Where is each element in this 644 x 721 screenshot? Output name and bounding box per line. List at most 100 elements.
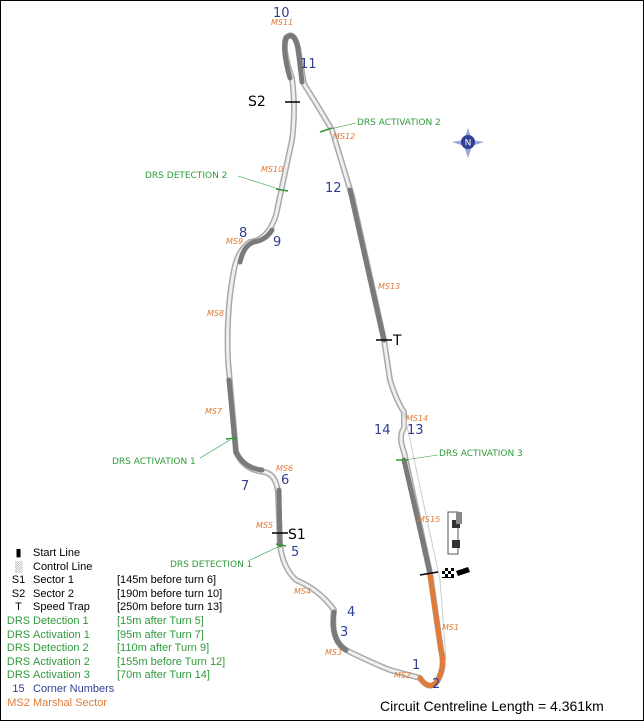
legend-name: Activation 2 (33, 655, 90, 668)
drs-zone-1 (226, 377, 265, 473)
drs-act-1-tick (225, 437, 238, 440)
legend-symbol: DRS (6, 628, 31, 641)
legend-desc: [110m after Turn 9] (117, 642, 210, 655)
ms12-label: MS12 (333, 132, 355, 141)
svg-text:N: N (465, 139, 472, 149)
corner-3: 3 (340, 625, 348, 640)
legend-name: Marshal Sector (33, 696, 107, 709)
legend-symbol: DRS (6, 642, 31, 655)
drs-zone-2 (347, 187, 387, 343)
corner-8: 8 (239, 226, 247, 241)
pit-lane (403, 411, 447, 661)
legend-desc: [15m after Turn 5] (117, 614, 204, 627)
legend-desc: [155m before Turn 12] (117, 655, 226, 668)
legend-symbol: S2 (11, 587, 26, 600)
corner-14: 14 (374, 423, 391, 438)
legend-name: Start Line (33, 547, 81, 559)
legend-symbol: ░ (14, 560, 23, 573)
start-sector-segment (417, 572, 446, 689)
legend-row: T Speed Trap [250m before turn 13] (4, 601, 225, 615)
corner-2: 2 (432, 677, 440, 692)
ms1-label: MS1 (442, 623, 459, 632)
legend-symbol: DRS (6, 614, 31, 627)
drs-act-3-leader (403, 454, 439, 461)
ms3-label: MS3 (325, 648, 342, 657)
ms7-label: MS7 (205, 407, 223, 416)
legend-name: Speed Trap (33, 601, 90, 614)
legend-name: Detection 1 (33, 614, 89, 627)
corner-12: 12 (325, 181, 342, 196)
drs-detection-2-label: DRS DETECTION 2 (145, 171, 227, 181)
legend-name: Activation 1 (33, 628, 90, 641)
drs-det-2-leader (237, 175, 283, 191)
corner-13: 13 (407, 423, 424, 438)
corner-5: 5 (291, 545, 299, 560)
t-label: T (392, 333, 402, 349)
legend-desc: [190m before turn 10] (117, 587, 223, 600)
drs-act-1-leader (199, 439, 231, 459)
corner-6: 6 (281, 473, 289, 488)
legend-name: Corner Numbers (33, 682, 115, 695)
corner-9: 9 (273, 235, 281, 250)
drs-activation-1-label: DRS ACTIVATION 1 (112, 457, 196, 467)
pit-building-icon (447, 511, 462, 555)
legend-name: Detection 2 (33, 642, 89, 655)
drs-det-1-leader (249, 545, 281, 561)
ms15-label: MS15 (418, 515, 440, 524)
ms11-label: MS11 (271, 18, 293, 27)
drs-det-1-tick (275, 543, 287, 547)
ms13-label: MS13 (378, 282, 400, 291)
legend-name: Sector 2 (33, 587, 74, 600)
s1-label: S1 (288, 527, 306, 543)
legend-desc: [250m before turn 13] (117, 601, 223, 614)
corner-1: 1 (412, 658, 420, 673)
ms14-label: MS14 (406, 414, 428, 423)
ms6-label: MS6 (276, 464, 293, 473)
legend-row: ░ Control Line (4, 561, 225, 575)
legend-name: Activation 3 (33, 669, 90, 682)
legend-symbol: 15 (12, 682, 25, 695)
legend-name: Control Line (33, 560, 93, 573)
legend-symbol: S1 (11, 574, 26, 587)
legend-symbol: ▮ (15, 547, 22, 559)
legend-symbol: MS2 (7, 696, 30, 709)
legend-symbol: T (15, 601, 22, 614)
ms10-label: MS10 (261, 165, 283, 174)
legend-name: Sector 1 (33, 574, 74, 587)
ms8-label: MS8 (207, 309, 224, 318)
ms9-label: MS9 (226, 237, 243, 246)
corner-4: 4 (347, 605, 355, 620)
corner-10: 10 (273, 6, 290, 21)
turn-3-4 (330, 609, 349, 653)
legend-row: ▮ Start Line (4, 547, 225, 561)
ms4-label: MS4 (294, 587, 311, 596)
start-line-icon (456, 567, 470, 576)
legend-desc: [95m after Turn 7] (117, 628, 204, 641)
s2-label: S2 (248, 94, 266, 110)
drs-activation-2-label: DRS ACTIVATION 2 (357, 118, 441, 128)
legend-desc: [70m after Turn 14] (117, 669, 210, 682)
compass-icon: N (452, 128, 484, 158)
circuit-length: Circuit Centreline Length = 4.361km (380, 698, 604, 714)
drs-detection-1-label: DRS DETECTION 1 (170, 560, 252, 570)
drs-zone-3 (401, 457, 433, 576)
legend-row: S2 Sector 2 [190m before turn 10] (4, 588, 225, 602)
corner-7: 7 (241, 479, 249, 494)
legend-symbol: DRS (6, 655, 31, 668)
corner-11: 11 (300, 57, 317, 72)
ms2-label: MS2 (394, 671, 411, 680)
start-line-tick (419, 571, 439, 576)
drs-act-2-leader (325, 122, 357, 131)
turn-6-straight (276, 487, 283, 548)
legend-row: 15 Corner Numbers (4, 683, 225, 697)
legend-symbol: DRS (6, 669, 31, 682)
drs-activation-3-label: DRS ACTIVATION 3 (439, 449, 523, 459)
